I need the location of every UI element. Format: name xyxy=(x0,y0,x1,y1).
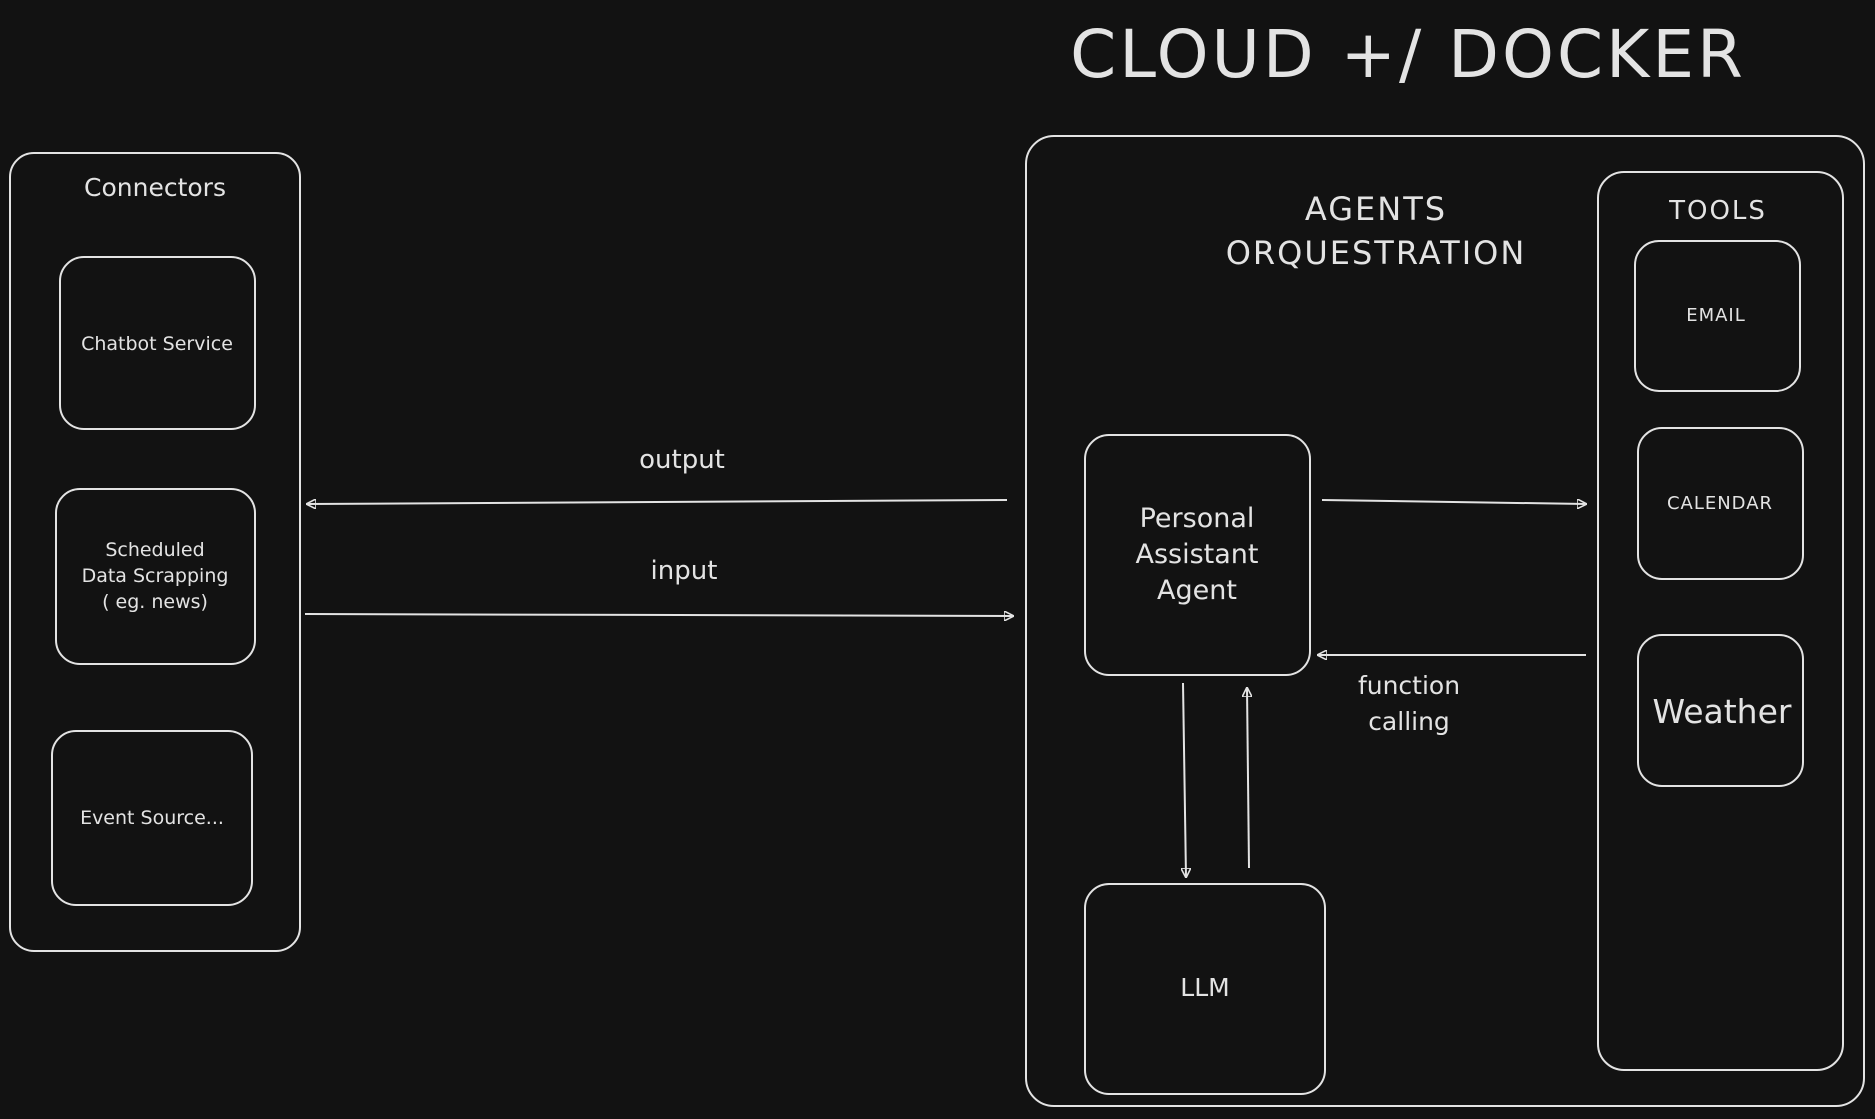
tool-weather-box xyxy=(1637,634,1804,787)
tool-email-label: EMAIL xyxy=(1686,305,1746,326)
connectors-frame xyxy=(9,152,301,952)
input-arrow xyxy=(304,614,1013,616)
llm-to-agent-arrow xyxy=(1247,688,1249,869)
connector-scheduled-scraping-line-2: Data Scrapping xyxy=(82,565,229,587)
llm-node: LLM xyxy=(1084,883,1326,1095)
connector-event-source-box xyxy=(51,730,253,906)
connectors-label: Connectors xyxy=(84,173,226,202)
connector-scheduled-scraping-line-1: Scheduled xyxy=(105,539,204,561)
diagram-title: CLOUD +/ DOCKER xyxy=(1070,16,1746,93)
personal-assistant-agent-box xyxy=(1084,434,1311,676)
cloud-frame xyxy=(1025,135,1865,1107)
connector-event-source-label: Event Source... xyxy=(80,807,224,829)
tool-calendar-label: CALENDAR xyxy=(1667,493,1773,514)
orchestration-title-line-1: AGENTS xyxy=(1305,190,1447,228)
output-label: output xyxy=(639,445,725,475)
tool-weather-label: Weather xyxy=(1653,692,1792,731)
tool-calendar-box xyxy=(1637,427,1804,580)
connectors-panel: Connectors Chatbot Service Scheduled Dat… xyxy=(9,152,301,952)
function-calling-label-line-2: calling xyxy=(1368,707,1450,736)
tool-email-box xyxy=(1634,240,1801,392)
agent-to-llm-arrow xyxy=(1183,682,1186,877)
cloud-panel: AGENTS ORQUESTRATION Personal Assistant … xyxy=(1025,135,1865,1107)
connector-scheduled-scraping: Scheduled Data Scrapping ( eg. news) xyxy=(55,488,256,665)
tool-email: EMAIL xyxy=(1634,240,1801,392)
orchestration-title-line-2: ORQUESTRATION xyxy=(1226,234,1527,272)
agent-label-line-2: Assistant xyxy=(1135,539,1258,570)
tool-weather: Weather xyxy=(1637,634,1804,787)
tools-frame xyxy=(1597,171,1844,1071)
connector-event-source: Event Source... xyxy=(51,730,253,906)
output-arrow xyxy=(307,500,1008,504)
io-arrows: output input xyxy=(304,445,1013,616)
tools-panel: TOOLS EMAIL CALENDAR Weather xyxy=(1597,171,1844,1071)
connector-chatbot-service-label: Chatbot Service xyxy=(81,333,233,355)
personal-assistant-agent: Personal Assistant Agent xyxy=(1084,434,1311,676)
connector-chatbot-service: Chatbot Service xyxy=(59,256,256,430)
function-calling-label-line-1: function xyxy=(1358,671,1460,700)
agent-to-tools-arrow xyxy=(1321,500,1586,504)
tool-calendar: CALENDAR xyxy=(1637,427,1804,580)
agent-label-line-1: Personal xyxy=(1140,503,1255,534)
agent-label-line-3: Agent xyxy=(1157,575,1237,606)
connector-chatbot-service-box xyxy=(59,256,256,430)
tools-label: TOOLS xyxy=(1668,196,1767,226)
connector-scheduled-scraping-line-3: ( eg. news) xyxy=(102,591,208,613)
llm-label: LLM xyxy=(1180,973,1229,1002)
input-label: input xyxy=(651,556,718,586)
connector-scheduled-scraping-box xyxy=(55,488,256,665)
llm-box xyxy=(1084,883,1326,1095)
